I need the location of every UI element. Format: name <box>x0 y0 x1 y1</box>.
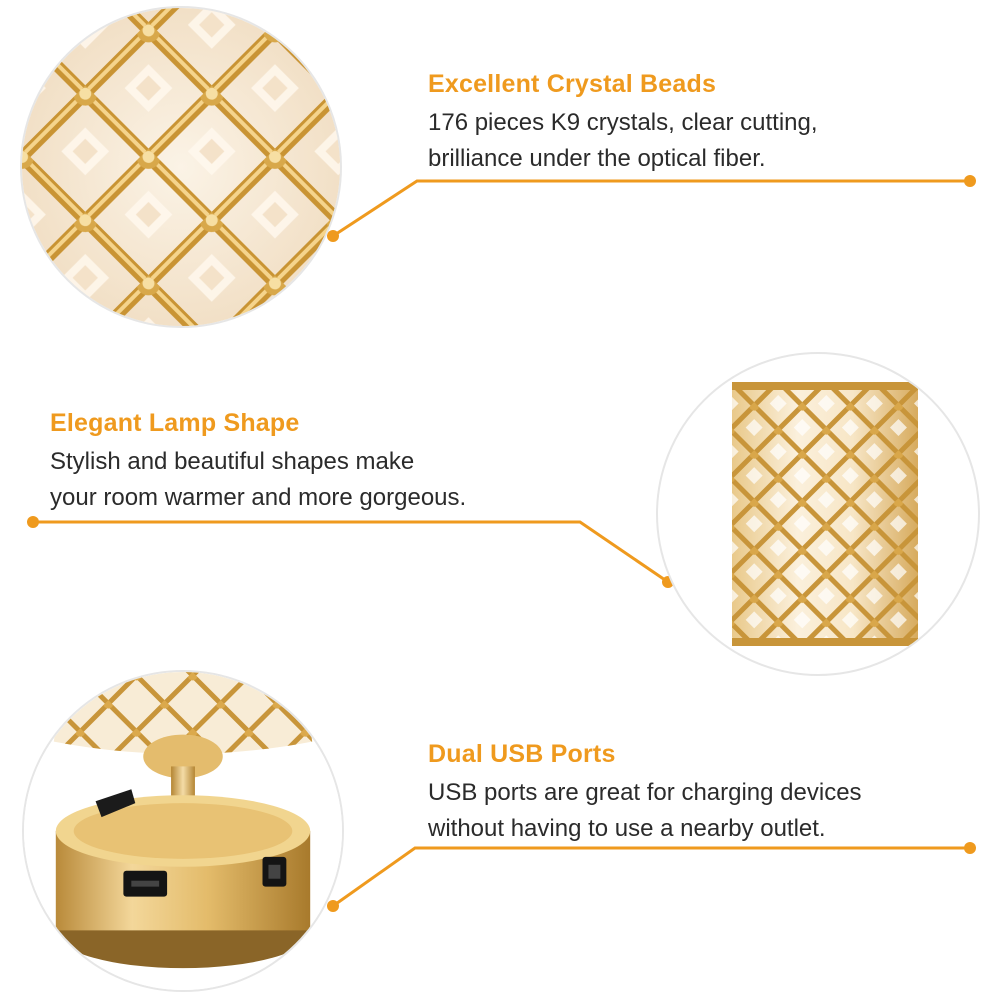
crystal-lattice-closeup-image <box>20 6 342 328</box>
feature-desc-line: USB ports are great for charging devices <box>428 779 862 806</box>
feature-description: USB ports are great for charging devices… <box>428 775 988 847</box>
crystal-lampshade-image <box>656 352 980 676</box>
connector-line-1 <box>332 179 970 238</box>
connector-dot-1a <box>327 230 339 242</box>
connector-dot-2a <box>27 516 39 528</box>
lamp-base-usb-image <box>22 670 344 992</box>
feature-desc-line: without having to use a nearby outlet. <box>428 815 826 842</box>
feature-crystal-beads: Excellent Crystal Beads 176 pieces K9 cr… <box>428 70 988 177</box>
connector-line-2 <box>33 520 669 584</box>
connector-dot-3a <box>327 900 339 912</box>
feature-desc-line: Stylish and beautiful shapes make <box>50 448 415 475</box>
feature-description: Stylish and beautiful shapes make your r… <box>50 444 610 516</box>
feature-title: Excellent Crystal Beads <box>428 70 717 98</box>
feature-desc-line: brilliance under the optical fiber. <box>428 145 766 172</box>
feature-title: Elegant Lamp Shape <box>50 409 300 437</box>
connector-line-3 <box>332 846 970 908</box>
feature-desc-line: 176 pieces K9 crystals, clear cutting, <box>428 109 818 136</box>
feature-description: 176 pieces K9 crystals, clear cutting, b… <box>428 105 988 177</box>
feature-title: Dual USB Ports <box>428 740 616 768</box>
feature-lamp-shape: Elegant Lamp Shape Stylish and beautiful… <box>50 409 610 516</box>
feature-desc-line: your room warmer and more gorgeous. <box>50 484 467 511</box>
feature-usb-ports: Dual USB Ports USB ports are great for c… <box>428 740 988 847</box>
